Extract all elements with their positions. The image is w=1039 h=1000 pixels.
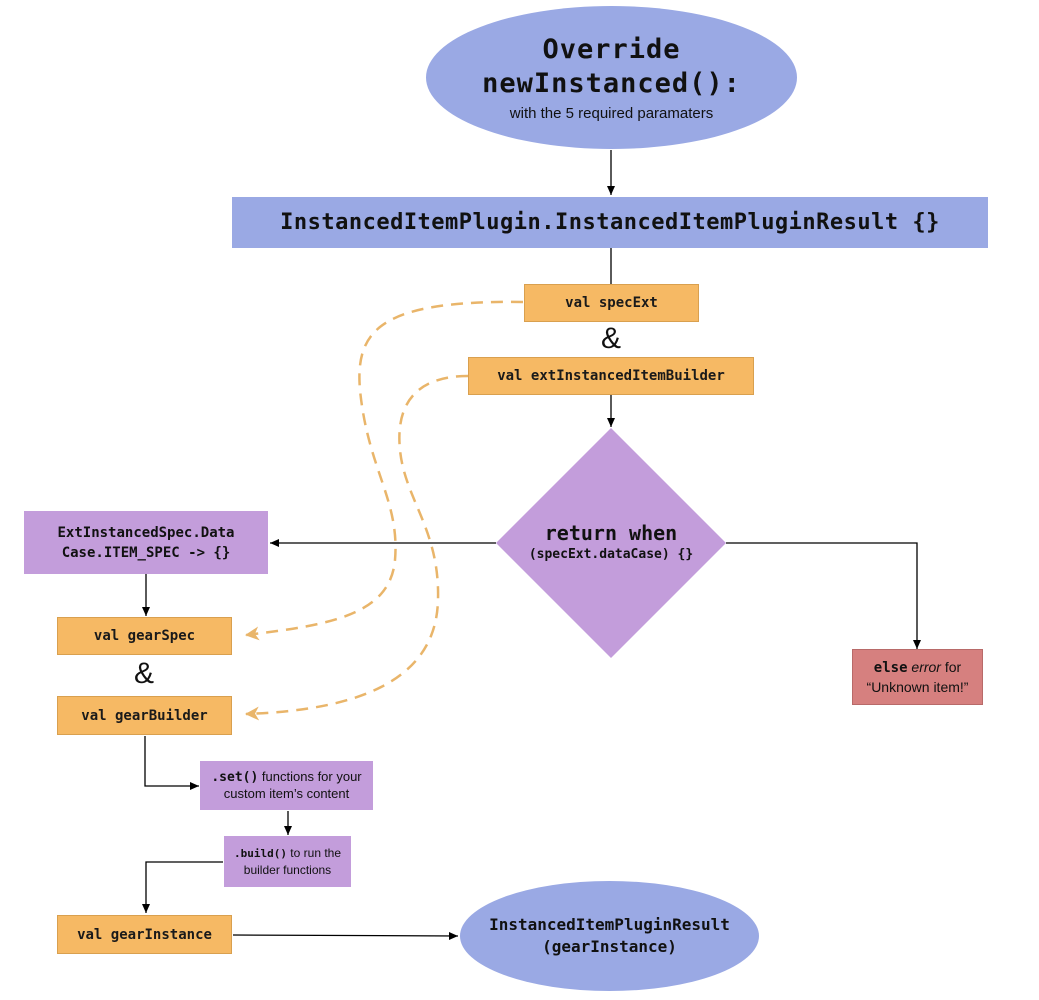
build-line2: builder functions <box>243 863 332 877</box>
unknown-item-error-box: else error for “Unknown item!” <box>852 649 983 705</box>
set-text1: functions for your <box>258 769 362 784</box>
dashed-arrow-builder-to-gearbuilder <box>245 374 469 721</box>
start-subtitle: with the 5 required paramaters <box>509 105 714 122</box>
val-specext-box: val specExt <box>524 284 699 322</box>
arrow-gearinstance-to-end <box>232 931 459 940</box>
end-line1: InstancedItemPluginResult <box>489 915 730 934</box>
decision-text: return when (specExt.dataCase) {} <box>506 512 716 572</box>
ampersand-2: & <box>134 657 155 690</box>
case-line2: Case.ITEM_SPEC -> {} <box>61 544 231 561</box>
start-title-line2: newInstanced(): <box>482 68 741 99</box>
case-line1: ExtInstancedSpec.Data <box>57 524 235 541</box>
set-code: .set() <box>211 770 259 785</box>
val-gearbuilder-box: val gearBuilder <box>57 696 232 735</box>
arrow-gearbuilder-to-set <box>144 736 199 790</box>
end-node-plugin-result: InstancedItemPluginResult (gearInstance) <box>460 881 759 991</box>
val-gearspec-box: val gearSpec <box>57 617 232 655</box>
arrow-build-to-gearinstance <box>142 861 223 913</box>
decision-diamond <box>496 428 726 658</box>
set-functions-box: .set() functions for your custom item’s … <box>200 761 373 810</box>
plugin-result-bar: InstancedItemPlugin.InstancedItemPluginR… <box>232 197 988 248</box>
set-line1: .set() functions for your <box>211 769 361 786</box>
start-title-line1: Override <box>542 34 681 65</box>
error-word: error <box>911 658 941 675</box>
dashed-arrow-specext-to-gearspec <box>245 300 524 641</box>
arrow-decision-to-error <box>726 542 921 649</box>
build-line1: .build() to run the <box>234 845 341 862</box>
build-functions-box: .build() to run the builder functions <box>224 836 351 887</box>
ampersand-1: & <box>601 322 622 355</box>
error-message: “Unknown item!” <box>866 678 969 695</box>
else-keyword: else <box>873 659 908 676</box>
start-node-override: Override newInstanced(): with the 5 requ… <box>426 6 797 149</box>
error-line1: else error for <box>874 658 961 678</box>
end-line2: (gearInstance) <box>542 937 677 956</box>
build-code: .build() <box>233 847 287 860</box>
val-builder-box: val extInstancedItemBuilder <box>468 357 754 395</box>
item-spec-case-box: ExtInstancedSpec.Data Case.ITEM_SPEC -> … <box>24 511 268 574</box>
decision-line1: return when <box>544 521 678 545</box>
set-line2: custom item’s content <box>223 786 350 801</box>
build-text1: to run the <box>286 846 342 860</box>
for-word: for <box>940 658 962 675</box>
decision-line2: (specExt.dataCase) {} <box>528 547 694 562</box>
val-gearinstance-box: val gearInstance <box>57 915 232 954</box>
